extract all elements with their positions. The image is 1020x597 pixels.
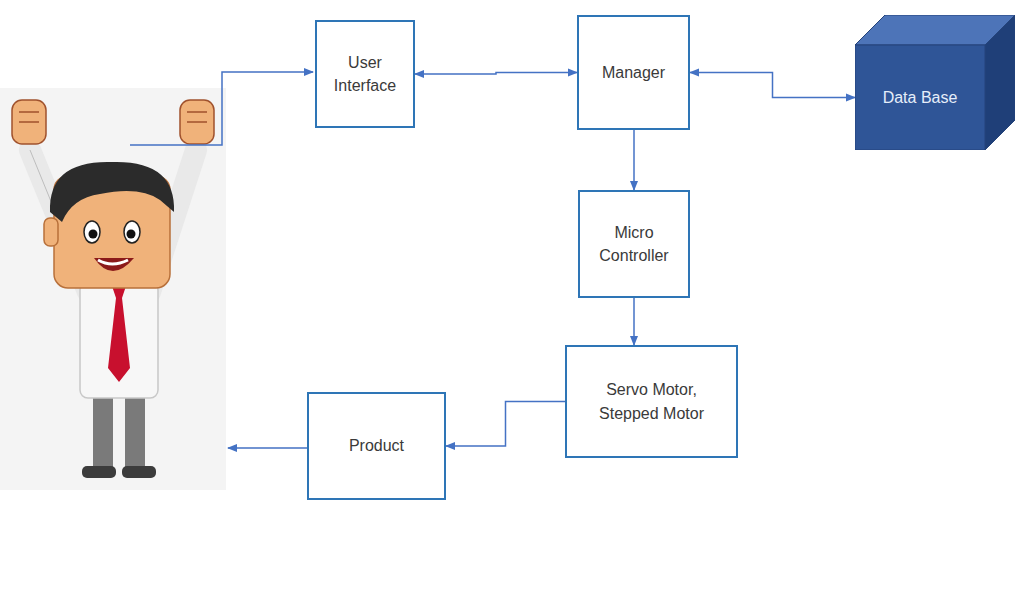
- output-arrow: [228, 448, 309, 450]
- cube-face: Data Base: [855, 45, 985, 150]
- illustration-ground: [0, 88, 226, 490]
- node-label: User Interface: [323, 51, 407, 97]
- process-box: User Interface: [315, 20, 415, 128]
- database-cube: Data Base: [855, 15, 1015, 150]
- process-box: Servo Motor, Stepped Motor: [565, 345, 738, 458]
- flow-arrow: [415, 73, 577, 75]
- node-label: Product: [349, 434, 404, 457]
- process-box: Manager: [577, 15, 690, 130]
- flow-arrow: [633, 130, 635, 190]
- process-box: Product: [307, 392, 446, 500]
- node-label: Servo Motor, Stepped Motor: [592, 378, 712, 424]
- flow-arrow: [446, 402, 565, 447]
- node-label: Data Base: [883, 86, 958, 109]
- cube-outline: [855, 15, 1015, 150]
- flow-arrow: [633, 298, 635, 345]
- flow-arrow: [690, 73, 855, 98]
- node-label: Manager: [602, 61, 665, 84]
- node-label: Micro Controller: [589, 221, 679, 267]
- input-arrow: [130, 72, 313, 145]
- process-box: Micro Controller: [578, 190, 690, 298]
